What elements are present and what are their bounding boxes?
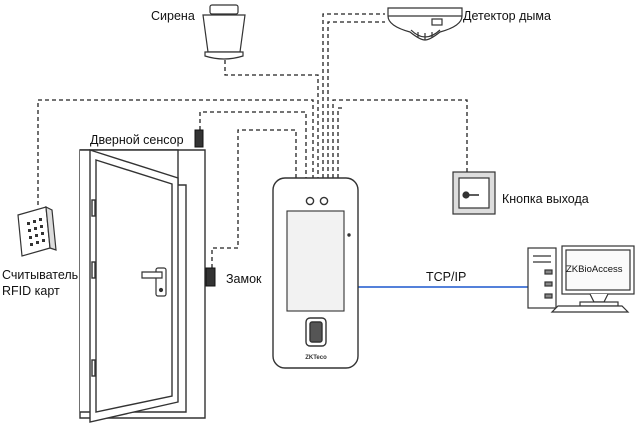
wire-aux — [337, 107, 345, 178]
smoke-detector-icon — [387, 7, 463, 41]
siren-icon — [202, 4, 246, 60]
computer-icon — [527, 245, 635, 313]
exit-button-icon — [452, 171, 496, 215]
door-icon — [79, 149, 206, 423]
door-handle-icon — [141, 267, 167, 297]
wire-siren — [224, 60, 319, 178]
lock-icon — [205, 267, 216, 287]
rfid-reader-label-line1: Считыватель — [2, 268, 79, 282]
wire-exit-button — [332, 99, 468, 178]
exit-button-label: Кнопка выхода — [502, 192, 589, 206]
wire-door-sensor — [199, 111, 307, 178]
lock-label: Замок — [226, 272, 262, 286]
smoke-detector-label: Детектор дыма — [463, 9, 551, 23]
dashed-wires — [37, 13, 468, 268]
tcp-ip-label: TCP/IP — [426, 270, 467, 284]
device-brand-label: ZKTeco — [305, 355, 327, 361]
access-terminal-icon — [272, 177, 359, 369]
siren-label: Сирена — [151, 9, 195, 23]
rfid-reader-label-line2: RFID карт — [2, 284, 60, 298]
door-sensor-icon — [194, 129, 204, 148]
wire-smoke-2 — [327, 21, 385, 178]
rfid-reader-icon — [17, 205, 57, 257]
software-label: ZKBioAccess — [566, 264, 623, 275]
wire-lock — [211, 129, 297, 268]
wire-smoke-1 — [322, 13, 385, 178]
door-sensor-label: Дверной сенсор — [90, 133, 184, 147]
wire-rfid-reader — [37, 99, 314, 205]
